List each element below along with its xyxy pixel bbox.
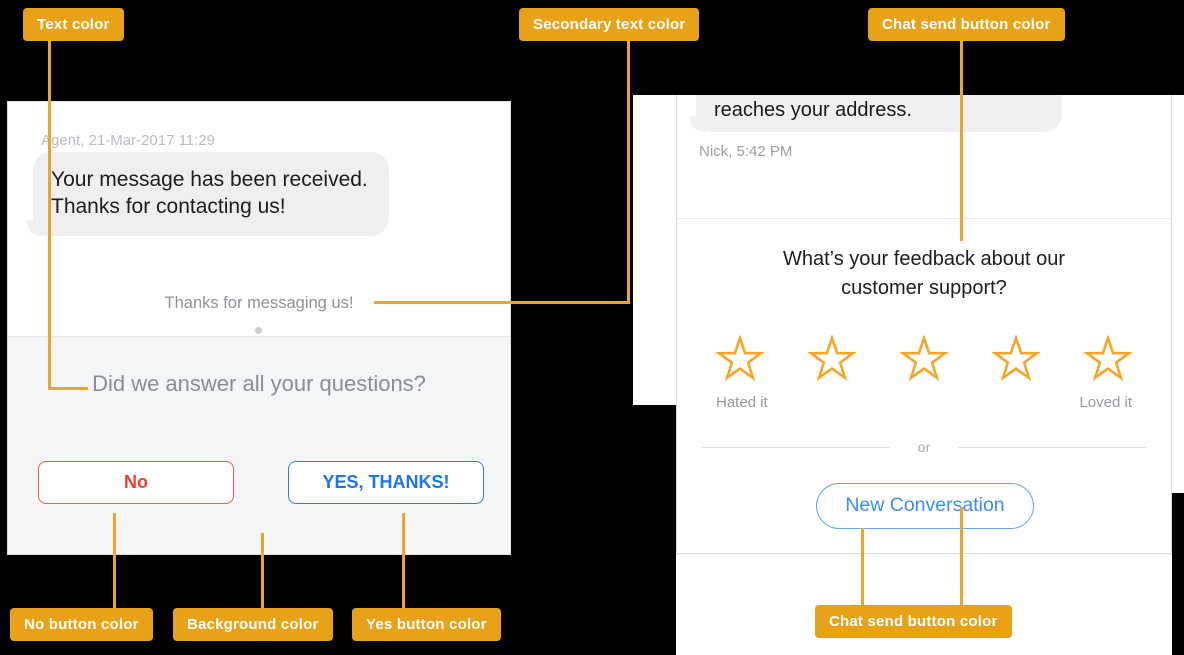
survey-footer: Did we answer all your questions? No YES… (8, 336, 510, 554)
annotation-line-yes-button (402, 513, 405, 608)
bubble-tail (690, 116, 706, 132)
user-timestamp: Nick, 5:42 PM (699, 143, 793, 160)
or-divider: or (701, 439, 1148, 455)
rating-scale-labels: Hated it Loved it (716, 394, 1132, 412)
divider-line (958, 446, 1148, 448)
rating-high-label: Loved it (1079, 394, 1132, 411)
agent-timestamp: Agent, 21-Mar-2017 11:29 (41, 132, 216, 149)
star-rating (677, 335, 1171, 385)
label-background-color: Background color (173, 608, 333, 641)
no-button[interactable]: No (38, 461, 234, 504)
label-chat-send-button-color-bottom: Chat send button color (815, 605, 1012, 638)
system-message: Thanks for messaging us! (164, 294, 354, 312)
annotation-line-send-bottom-right (960, 507, 963, 606)
section-divider (677, 218, 1171, 219)
star-icon[interactable] (991, 335, 1041, 385)
divider-line (701, 446, 890, 448)
survey-question: Did we answer all your questions? (92, 371, 426, 396)
annotation-line-no-button (113, 513, 116, 608)
page-backdrop-strip-right (1172, 95, 1184, 493)
label-chat-send-button-color-top: Chat send button color (868, 8, 1065, 41)
label-text-color: Text color (23, 8, 124, 41)
star-icon[interactable] (899, 335, 949, 385)
status-dot (255, 327, 262, 334)
feedback-question: What’s your feedback about our customer … (782, 248, 1066, 299)
star-icon[interactable] (1083, 335, 1133, 385)
left-chat-panel: Agent, 21-Mar-2017 11:29 Your message ha… (7, 101, 511, 555)
annotation-line-secondary-arm (374, 301, 630, 304)
star-icon[interactable] (715, 335, 765, 385)
bubble-tail (27, 219, 43, 236)
annotation-line-secondary (627, 41, 630, 304)
new-conversation-button[interactable]: New Conversation (816, 483, 1034, 529)
label-secondary-text-color: Secondary text color (519, 8, 700, 41)
agent-message-bubble: Your message has been received. Thanks f… (27, 152, 389, 236)
agent-message-text: Your message has been received. Thanks f… (51, 168, 368, 218)
cut-message-text: reaches your address. (714, 99, 912, 121)
or-label: or (917, 439, 931, 455)
star-icon[interactable] (807, 335, 857, 385)
annotation-line-background (261, 533, 264, 608)
label-yes-button-color: Yes button color (352, 608, 501, 641)
yes-thanks-button[interactable]: YES, THANKS! (288, 461, 484, 504)
rating-low-label: Hated it (716, 394, 768, 411)
page-backdrop-strip-left (633, 95, 676, 405)
annotation-line-text-color (48, 41, 51, 390)
right-chat-panel: reaches your address. Nick, 5:42 PM What… (676, 95, 1172, 554)
cut-message-bubble: reaches your address. (690, 95, 1062, 132)
label-no-button-color: No button color (10, 608, 153, 641)
annotation-line-send-top (960, 41, 963, 241)
annotation-line-send-bottom-left (861, 528, 864, 606)
annotation-line-text-color-arm (48, 387, 88, 390)
